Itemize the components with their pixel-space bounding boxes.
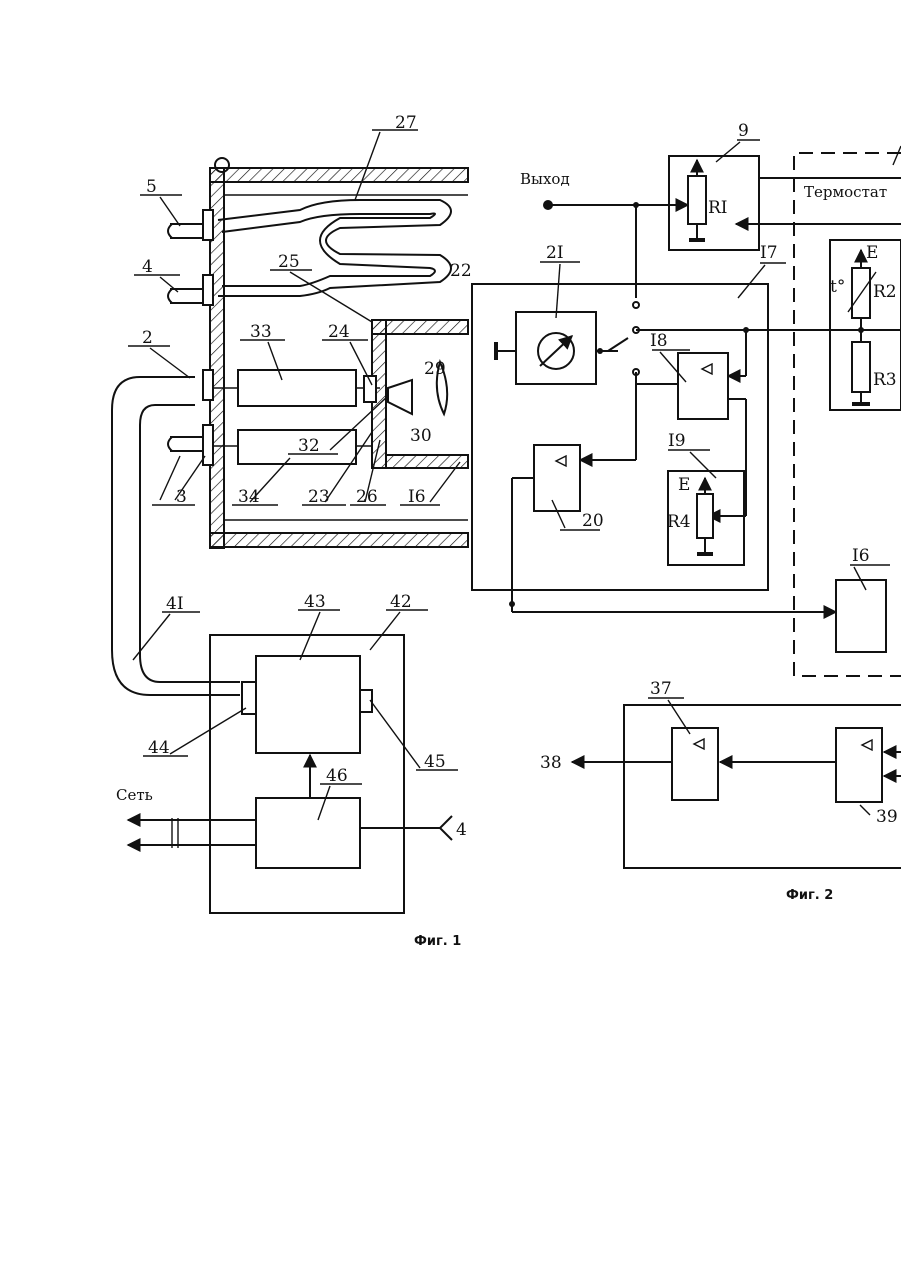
label-43: 43 xyxy=(304,592,326,612)
amplifier-37 xyxy=(672,728,718,800)
label-30: 30 xyxy=(410,426,432,446)
label-9: 9 xyxy=(738,121,749,141)
housing-top-wall xyxy=(210,168,468,182)
block-43 xyxy=(256,656,360,753)
label-26: 26 xyxy=(356,487,378,507)
label-32: 32 xyxy=(298,436,320,456)
switch-blade[interactable] xyxy=(608,338,628,351)
label-23: 23 xyxy=(308,487,330,507)
label-44: 44 xyxy=(148,738,170,758)
label-r3: R3 xyxy=(873,370,897,390)
resistor-r1 xyxy=(688,176,706,224)
label-21: 2I xyxy=(546,243,564,263)
figure-2: Термостат Выход 9 RI I7 2I xyxy=(472,121,901,903)
output-label: Выход xyxy=(520,170,570,188)
meter-21 xyxy=(516,312,596,384)
label-24: 24 xyxy=(328,322,350,342)
label-22: 22 xyxy=(450,261,472,281)
label-2: 2 xyxy=(142,328,153,348)
label-37: 37 xyxy=(650,679,672,699)
figure-1: 27 5 4 25 22 2 33 24 29 32 30 3 34 23 26… xyxy=(112,113,472,949)
input-fork xyxy=(440,816,452,840)
label-25: 25 xyxy=(278,252,300,272)
diffuser-cone xyxy=(388,380,412,414)
block-16 xyxy=(836,580,886,652)
label-33: 33 xyxy=(250,322,272,342)
label-r1: RI xyxy=(708,198,728,218)
block-46 xyxy=(256,798,360,868)
amplifier-18 xyxy=(678,353,728,419)
thermostat-label: Термостат xyxy=(804,183,887,201)
label-41: 4I xyxy=(166,594,184,614)
amplifier-39 xyxy=(836,728,882,802)
label-45: 45 xyxy=(424,752,446,772)
label-46: 46 xyxy=(326,766,348,786)
label-16: I6 xyxy=(408,487,426,507)
label-38: 38 xyxy=(540,753,562,773)
resistor-r4 xyxy=(697,494,713,538)
serpentine-tube-inner xyxy=(222,214,435,287)
label-34: 34 xyxy=(238,487,260,507)
label-r4: R4 xyxy=(667,512,691,532)
label-e-r2: E xyxy=(866,243,878,263)
label-16: I6 xyxy=(852,546,870,566)
chamber-bottom-wall xyxy=(386,455,468,468)
label-19: I9 xyxy=(668,431,686,451)
label-e-r4: E xyxy=(678,475,690,495)
amplifier-20 xyxy=(534,445,580,511)
label-mains: Сеть xyxy=(116,786,153,804)
label-5: 5 xyxy=(146,177,157,197)
label-4-input: 4 xyxy=(456,820,467,840)
label-42: 42 xyxy=(390,592,412,612)
cartridge-33 xyxy=(238,370,356,406)
cartridge-34 xyxy=(238,430,356,464)
figure-2-caption: Фиг. 2 xyxy=(786,888,833,903)
label-20: 20 xyxy=(582,511,604,531)
label-17: I7 xyxy=(760,243,778,263)
label-29: 29 xyxy=(424,359,446,379)
label-t: t° xyxy=(830,277,845,297)
fittings xyxy=(168,210,213,465)
label-3: 3 xyxy=(176,487,187,507)
label-18: I8 xyxy=(650,331,668,351)
label-39: 39 xyxy=(876,807,898,827)
housing-bottom-wall xyxy=(210,533,468,547)
resistor-r3 xyxy=(852,342,870,392)
figure-1-caption: Фиг. 1 xyxy=(414,934,461,949)
label-4: 4 xyxy=(142,257,153,277)
label-27: 27 xyxy=(395,113,417,133)
label-r2: R2 xyxy=(873,282,897,302)
